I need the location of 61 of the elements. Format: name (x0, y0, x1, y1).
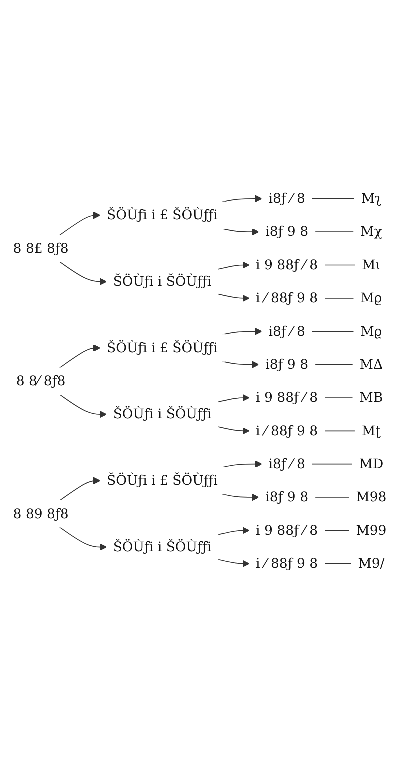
node-text: M99 (356, 522, 387, 538)
node-text: Mʅ (361, 190, 382, 206)
arrow (59, 477, 101, 502)
connector (314, 497, 350, 498)
node-text: M9/ (358, 556, 385, 572)
arrow (59, 262, 108, 286)
connector (312, 198, 356, 200)
node-text: i ⁄ 88ƒ 9 8 (256, 556, 318, 572)
arrow (218, 294, 250, 302)
node-text: i 9 88ƒ ⁄ 8 (256, 257, 318, 273)
node-text: ŠÖÙƒi i £ ŠÖÙƒƒi (107, 472, 218, 488)
connector (312, 331, 355, 332)
node-text: Mϱ (360, 290, 382, 306)
node-text: MD (359, 456, 384, 472)
arrow (222, 328, 262, 336)
arrow (222, 361, 260, 369)
node-text: i8ƒ ⁄ 8 (268, 323, 306, 340)
node-text: 8 8£ 8ƒ8 (13, 240, 69, 256)
arrow (218, 426, 250, 435)
arrow (218, 559, 250, 568)
node-text: MΔ (360, 356, 384, 372)
connector (312, 464, 354, 465)
node-text: ŠÖÙƒi i £ ŠÖÙƒƒi (107, 340, 218, 356)
arrow (222, 460, 262, 468)
connector (324, 298, 355, 299)
node-text: i 9 88ƒ ⁄ 8 (256, 522, 318, 538)
node-text: Mʈ (362, 422, 381, 439)
arrow (59, 212, 101, 236)
node-text: Mϱ (360, 323, 382, 340)
node-text: i8ƒ 9 8 (266, 224, 309, 240)
node-text: i8ƒ ⁄ 8 (268, 456, 306, 472)
arrow (222, 195, 262, 203)
node-text: ŠÖÙƒi i ŠÖÙƒƒi (113, 406, 212, 422)
node-text: i ⁄ 88ƒ 9 8 (256, 422, 318, 439)
node-text: ŠÖÙƒi i ŠÖÙƒƒi (113, 539, 212, 555)
node-text: i ⁄ 88ƒ 9 8 (256, 290, 318, 306)
node-text: 8 8⁄ 8ƒ8 (16, 373, 66, 389)
arrow (59, 344, 101, 369)
connector (314, 364, 354, 366)
connector (324, 430, 356, 432)
node-text: 8 89 8ƒ8 (13, 506, 69, 522)
arrow (222, 494, 260, 502)
arrow (59, 527, 108, 552)
node-text: ŠÖÙƒi i ŠÖÙƒƒi (113, 274, 212, 290)
arrow (59, 394, 108, 418)
node-text: Mχ (360, 224, 382, 240)
connector (324, 530, 350, 532)
connector (314, 232, 354, 233)
node-text: Mɩ (362, 257, 381, 273)
arrow (218, 394, 250, 403)
node-text: i 9 88ƒ ⁄ 8 (256, 390, 318, 406)
arrow (218, 262, 250, 270)
node-text: i8ƒ 9 8 (266, 356, 309, 372)
connector (324, 264, 356, 266)
arrow (222, 228, 260, 236)
node-text: i8ƒ 9 8 (266, 489, 309, 506)
arrow (218, 527, 250, 536)
node-text: MB (360, 390, 384, 406)
node-text: i8ƒ ⁄ 8 (268, 190, 306, 206)
node-text: M98 (356, 489, 387, 506)
node-text: ŠÖÙƒi i £ ŠÖÙƒƒi (107, 207, 218, 224)
